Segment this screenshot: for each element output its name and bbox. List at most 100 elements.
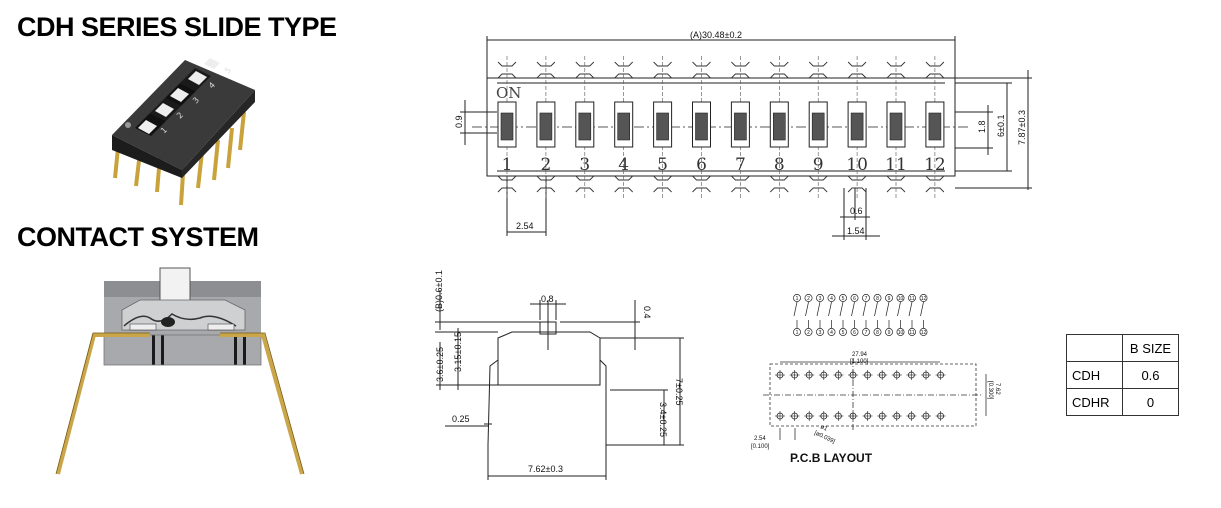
svg-text:8: 8 <box>876 330 879 336</box>
switch-actuator <box>811 112 825 141</box>
table-cell-model: CDH <box>1066 361 1123 389</box>
table-row: CDHR 0 <box>1066 388 1179 416</box>
switch-actuator <box>695 112 708 141</box>
schematic-switch-9: 99 <box>885 294 893 336</box>
position-number: 7 <box>735 155 746 175</box>
switch-actuator <box>889 112 903 141</box>
switch-position-7: 7 <box>730 56 750 198</box>
svg-text:3: 3 <box>819 330 822 336</box>
svg-text:7: 7 <box>865 330 868 336</box>
pin-span-dim: 1.54 <box>847 226 865 236</box>
svg-text:12: 12 <box>921 296 927 302</box>
switch-position-9: 9 <box>808 56 828 198</box>
switch-position-4: 4 <box>614 56 634 198</box>
switch-actuator <box>850 112 864 141</box>
svg-text:10: 10 <box>898 296 904 302</box>
schematic-switch-1: 11 <box>793 294 801 336</box>
pcb-hole <box>818 411 829 421</box>
switch-position-10: 10 <box>846 56 868 198</box>
pcb-span-dim: 27.94 <box>852 352 868 358</box>
pcb-hole <box>935 370 946 380</box>
schematic-switch-8: 88 <box>873 294 882 336</box>
schematic-switch-6: 66 <box>850 294 859 336</box>
svg-text:3: 3 <box>191 95 201 105</box>
svg-text:1: 1 <box>796 296 799 302</box>
pcb-row-dim: 7.62 <box>994 383 1000 395</box>
switch-actuator <box>772 112 786 141</box>
b-dim: (B)0.6±0.1 <box>434 270 444 312</box>
top-view-drawing <box>460 36 1032 240</box>
schematic-switch-4: 44 <box>827 294 836 336</box>
switch-actuator <box>578 112 592 141</box>
svg-text:10: 10 <box>898 330 904 336</box>
svg-text:4: 4 <box>207 80 217 90</box>
pcb-hole <box>877 411 888 421</box>
position-number: 9 <box>813 155 824 175</box>
window-dim: 1.8 <box>977 120 987 133</box>
pcb-pitch-dim: 2.54 <box>754 436 766 442</box>
pcb-hole <box>775 411 785 421</box>
pcb-hole <box>833 411 844 421</box>
total-height-dim: 7±0.25 <box>674 378 684 405</box>
pcb-hole <box>833 370 844 380</box>
actuator-width-dim: 0.8 <box>541 294 554 304</box>
position-number: 4 <box>618 155 629 175</box>
switch-actuator <box>539 112 553 141</box>
svg-text:5: 5 <box>842 330 845 336</box>
svg-text:6: 6 <box>853 330 856 336</box>
pcb-hole <box>848 370 858 380</box>
pcb-hole <box>921 411 931 421</box>
schematic-switch-10: 10 10 <box>896 294 905 336</box>
pcb-hole-dim: ø1 <box>819 424 828 433</box>
stand-height-dim: 3.6±0.25 <box>435 347 445 382</box>
position-number: 8 <box>774 155 785 175</box>
body-height-dim: 3.15±0.15 <box>453 332 463 372</box>
switch-actuator <box>928 112 942 141</box>
svg-text:3: 3 <box>819 296 822 302</box>
svg-text:1: 1 <box>159 125 169 135</box>
pcb-hole <box>775 370 785 380</box>
series-heading: CDH SERIES SLIDE TYPE <box>17 12 337 42</box>
svg-text:7: 7 <box>865 296 868 302</box>
pcb-hole <box>789 411 800 421</box>
pcb-hole <box>804 370 815 380</box>
position-number: 10 <box>846 155 868 175</box>
pcb-row-in-dim: [0.300] <box>987 381 993 400</box>
switch-actuator <box>617 112 631 141</box>
switch-position-1: 1 <box>497 56 517 198</box>
overall-length-dim: (A)30.48±0.2 <box>690 30 742 40</box>
pin-thickness-dim: 0.25 <box>452 414 470 424</box>
side-view-drawing <box>435 290 684 480</box>
pin-length-dim: 3.4±0.25 <box>658 402 668 437</box>
schematic-switch-5: 55 <box>839 294 847 336</box>
switch-position-11: 11 <box>885 56 907 198</box>
pcb-hole <box>891 411 902 421</box>
pcb-hole <box>862 411 873 421</box>
svg-text:5: 5 <box>842 296 845 302</box>
table-header-cell: B SIZE <box>1122 334 1179 362</box>
pcb-hole <box>935 411 946 421</box>
table-cell-bsize: 0.6 <box>1122 361 1179 389</box>
switch-position-2: 2 <box>536 56 556 198</box>
svg-text:2: 2 <box>807 330 810 336</box>
pcb-holes <box>775 370 946 421</box>
svg-text:2: 2 <box>807 296 810 302</box>
switch-actuator <box>734 112 747 141</box>
contact-system-illustration <box>55 267 305 475</box>
switch-actuator <box>656 112 669 141</box>
schematic-switch-3: 33 <box>816 294 824 336</box>
b-size-table: B SIZE CDH 0.6 CDHR 0 <box>1066 334 1179 416</box>
svg-text:4: 4 <box>830 296 833 302</box>
switch-position-8: 8 <box>769 56 789 198</box>
pcb-hole <box>877 370 888 380</box>
pcb-hole <box>848 411 858 421</box>
switch-position-5: 5 <box>653 56 673 198</box>
table-header-cell <box>1066 334 1123 362</box>
pcb-layout-caption: P.C.B LAYOUT <box>790 451 873 465</box>
svg-text:9: 9 <box>888 296 891 302</box>
position-number: 3 <box>579 155 590 175</box>
switch-position-6: 6 <box>692 56 711 198</box>
svg-text:11: 11 <box>909 330 914 336</box>
